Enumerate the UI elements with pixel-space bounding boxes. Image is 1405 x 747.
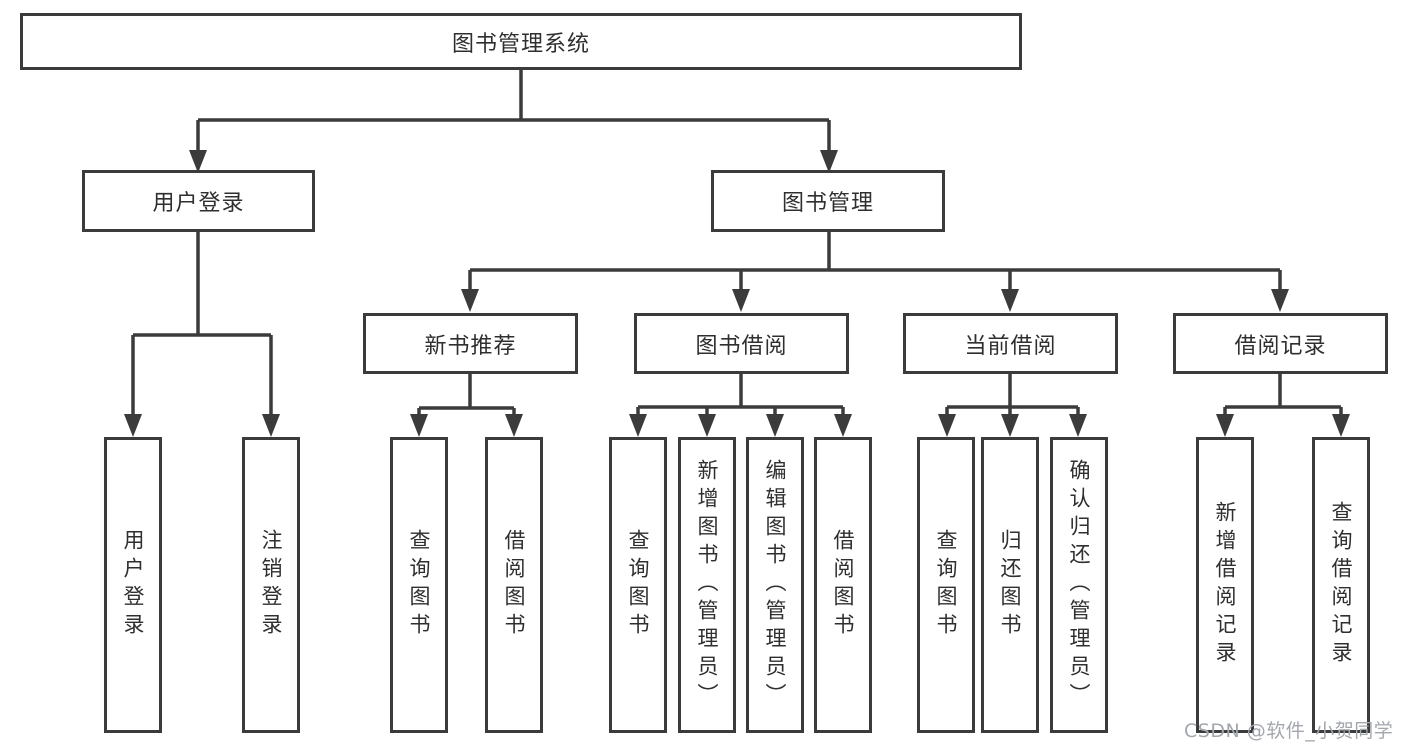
node-root-label: 图书管理系统 xyxy=(451,31,590,57)
connector-new-book-arrows xyxy=(410,414,523,437)
leaf-query-book-3-label: 查询图书 xyxy=(934,529,958,641)
leaf-borrow-book-1-label: 借阅图书 xyxy=(502,529,526,641)
leaf-add-borrow-record-label: 新增借阅记录 xyxy=(1213,501,1237,669)
connector-book-mgmt-arrows xyxy=(461,289,1289,312)
leaf-edit-book-admin: 编辑图书（管理员） xyxy=(746,437,804,733)
leaf-confirm-return-admin-label: 确认归还（管理员） xyxy=(1067,459,1091,711)
node-new-book-recommend-label: 新书推荐 xyxy=(424,333,517,359)
csdn-watermark: CSDN @软件_小贺同学 xyxy=(1184,720,1394,742)
leaf-add-book-admin: 新增图书（管理员） xyxy=(678,437,736,733)
leaf-query-book-1-label: 查询图书 xyxy=(407,529,431,641)
leaf-query-book-1: 查询图书 xyxy=(390,437,448,733)
connector-user-login-lines xyxy=(131,232,273,416)
connector-records-arrows xyxy=(1216,414,1350,437)
leaf-query-borrow-record: 查询借阅记录 xyxy=(1312,437,1370,733)
leaf-user-login: 用户登录 xyxy=(104,437,162,733)
leaf-return-book: 归还图书 xyxy=(981,437,1039,733)
connector-current-lines xyxy=(945,374,1080,416)
node-book-mgmt-label: 图书管理 xyxy=(781,191,874,216)
leaf-query-borrow-record-label: 查询借阅记录 xyxy=(1329,501,1353,669)
node-current-borrow: 当前借阅 xyxy=(903,313,1118,374)
leaf-borrow-book-2-label: 借阅图书 xyxy=(831,529,855,641)
connector-borrow-lines xyxy=(636,374,845,416)
leaf-logout-label: 注销登录 xyxy=(259,529,283,641)
node-borrow-records: 借阅记录 xyxy=(1173,313,1388,374)
node-book-borrow: 图书借阅 xyxy=(634,313,849,374)
leaf-add-book-admin-label: 新增图书（管理员） xyxy=(695,459,719,711)
leaf-confirm-return-admin: 确认归还（管理员） xyxy=(1050,437,1108,733)
leaf-query-book-3: 查询图书 xyxy=(917,437,975,733)
leaf-edit-book-admin-label: 编辑图书（管理员） xyxy=(763,459,787,711)
connector-user-login-arrows xyxy=(124,414,280,437)
node-current-borrow-label: 当前借阅 xyxy=(964,333,1057,359)
leaf-logout: 注销登录 xyxy=(242,437,300,733)
leaf-return-book-label: 归还图书 xyxy=(998,529,1022,641)
node-borrow-records-label: 借阅记录 xyxy=(1234,333,1327,359)
connector-new-book-lines xyxy=(417,374,516,416)
node-book-borrow-label: 图书借阅 xyxy=(695,333,788,359)
connector-root-arrows xyxy=(189,150,838,173)
leaf-borrow-book-2: 借阅图书 xyxy=(814,437,872,733)
leaf-user-login-label: 用户登录 xyxy=(121,529,145,641)
node-book-mgmt: 图书管理 xyxy=(711,170,945,232)
leaf-borrow-book-1: 借阅图书 xyxy=(485,437,543,733)
leaf-add-borrow-record: 新增借阅记录 xyxy=(1196,437,1254,733)
node-root: 图书管理系统 xyxy=(20,13,1022,70)
leaf-query-book-2-label: 查询图书 xyxy=(626,529,650,641)
connector-records-lines xyxy=(1223,374,1343,416)
node-new-book-recommend: 新书推荐 xyxy=(363,313,578,374)
connector-borrow-arrows xyxy=(629,414,852,437)
node-user-login: 用户登录 xyxy=(82,170,315,232)
connector-book-mgmt-lines xyxy=(468,232,1282,291)
connector-current-arrows xyxy=(938,414,1087,437)
connector-root-lines xyxy=(196,70,831,152)
node-user-login-label: 用户登录 xyxy=(152,191,245,216)
leaf-query-book-2: 查询图书 xyxy=(609,437,667,733)
